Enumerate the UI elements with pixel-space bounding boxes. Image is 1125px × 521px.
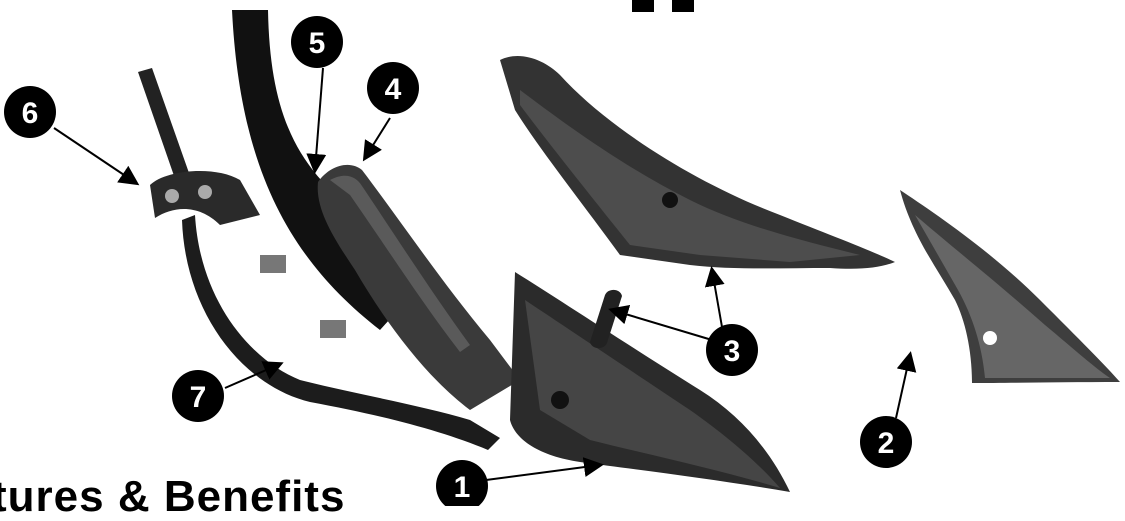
section-heading: tures & Benefits <box>0 475 345 519</box>
tip-hole <box>662 192 678 208</box>
callout-7-label: 7 <box>190 381 207 414</box>
arrow-2 <box>896 355 910 418</box>
point-hole <box>551 391 569 409</box>
callout-2: 2 <box>860 416 912 468</box>
callout-1: 1 <box>436 460 488 506</box>
callout-4: 4 <box>367 62 419 114</box>
bolt-1 <box>165 189 179 203</box>
callout-2-label: 2 <box>878 427 895 460</box>
arrow-3b <box>612 310 712 340</box>
arrow-4 <box>365 118 390 158</box>
callout-5: 5 <box>291 16 343 68</box>
callout-7: 7 <box>172 370 224 422</box>
assembly-diagram: 6 5 4 3 7 1 2 <box>0 0 1125 506</box>
arrow-1 <box>486 465 600 480</box>
callout-arrows <box>54 68 910 480</box>
callout-6-label: 6 <box>22 97 39 130</box>
callout-6: 6 <box>4 86 56 138</box>
arrow-5 <box>315 68 323 170</box>
callout-3-label: 3 <box>724 335 741 368</box>
arrow-3a <box>712 270 722 327</box>
wing-tip-hole <box>983 331 997 345</box>
top-cutoff-marks <box>632 0 694 12</box>
arrow-6 <box>54 128 136 183</box>
callout-3: 3 <box>706 324 758 376</box>
tie-clamp-2 <box>320 320 346 338</box>
bolt-2 <box>198 185 212 199</box>
callout-4-label: 4 <box>385 73 402 106</box>
callout-1-label: 1 <box>454 471 471 504</box>
tie-clamp <box>260 255 286 273</box>
callout-5-label: 5 <box>309 27 326 60</box>
